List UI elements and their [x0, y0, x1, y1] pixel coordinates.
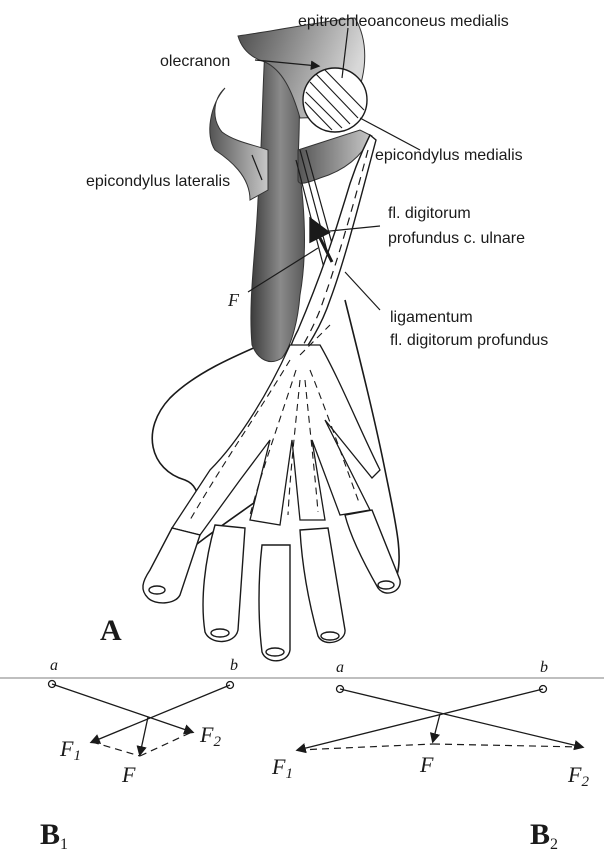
b1-dash-1	[92, 742, 140, 756]
label-ligamentum-line1: ligamentum	[390, 309, 473, 326]
b1-label-F: F	[121, 762, 136, 787]
b1-vector-F	[140, 717, 148, 754]
fingers	[143, 510, 400, 661]
label-epicondylus-medialis: epicondylus medialis	[375, 147, 523, 164]
label-olecranon: olecranon	[160, 53, 230, 70]
b2-dash-2	[433, 744, 582, 747]
vector-diagram-1: a b F1 F2 F	[49, 657, 239, 787]
hand-illustration	[143, 18, 400, 661]
b2-label-F: F	[419, 752, 434, 777]
label-fdp-line1: fl. digitorum	[388, 205, 471, 222]
b1-label-F1: F1	[59, 736, 81, 764]
b1-point-b: b	[230, 657, 238, 674]
epitrochleoanconeus-muscle	[303, 68, 367, 132]
vector-diagram-2: a b F1 F2 F	[271, 659, 589, 790]
panel-label-B2: B2	[530, 818, 558, 853]
b1-dash-2	[140, 732, 192, 756]
b2-label-F2: F2	[567, 762, 589, 790]
b2-point-a: a	[336, 659, 344, 676]
b1-point-a: a	[50, 657, 58, 674]
label-fdp-line2: profundus c. ulnare	[388, 230, 525, 247]
force-arrow-F	[312, 222, 332, 262]
b2-point-b: b	[540, 659, 548, 676]
panel-label-B1: B1	[40, 818, 68, 853]
b2-label-F1: F1	[271, 754, 293, 782]
b2-vector-F	[433, 714, 440, 741]
b1-vector-F2	[52, 684, 192, 732]
b1-label-F2: F2	[199, 722, 221, 750]
label-force-F: F	[227, 290, 240, 310]
b2-vector-F1	[298, 689, 543, 750]
label-epitrochleoanconeus: epitrochleoanconeus medialis	[298, 13, 509, 30]
panel-label-A: A	[100, 614, 122, 647]
label-epicondylus-lateralis: epicondylus lateralis	[86, 173, 230, 190]
label-ligamentum-line2: fl. digitorum profundus	[390, 332, 548, 349]
b2-vector-F2	[340, 689, 582, 747]
